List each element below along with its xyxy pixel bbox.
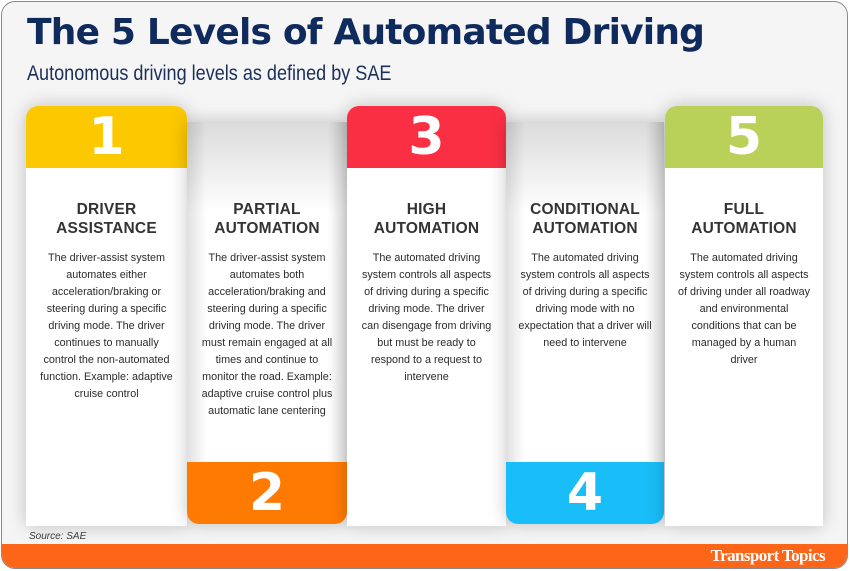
- level-number-band: 3: [347, 106, 506, 168]
- level-heading: DRIVER ASSISTANCE: [38, 200, 175, 238]
- level-heading: HIGH AUTOMATION: [359, 200, 494, 238]
- source-note: Source: SAE: [29, 531, 87, 542]
- level-heading-line: DRIVER: [76, 201, 137, 218]
- level-number-band: 2: [187, 462, 347, 524]
- level-description: The automated driving system controls al…: [518, 252, 652, 349]
- level-number: 2: [248, 463, 286, 523]
- level-number: 3: [408, 107, 445, 167]
- level-description: The driver-assist system automates both …: [201, 252, 333, 417]
- level-number-band: 5: [665, 106, 823, 168]
- level-card-5: 5 FULL AUTOMATION The automated driving …: [665, 106, 823, 526]
- level-heading-line: AUTOMATION: [532, 220, 638, 237]
- level-description: The automated driving system controls al…: [677, 252, 811, 366]
- level-heading-line: AUTOMATION: [214, 220, 320, 237]
- level-heading-line: AUTOMATION: [691, 220, 797, 237]
- level-heading-line: HIGH: [406, 201, 447, 218]
- level-card-4: CONDITIONAL AUTOMATION The automated dri…: [506, 122, 664, 524]
- card-shade: [506, 122, 664, 464]
- level-card-3: 3 HIGH AUTOMATION The automated driving …: [347, 106, 506, 526]
- card-shade: [187, 122, 347, 464]
- level-heading-line: AUTOMATION: [373, 220, 480, 237]
- level-number: 1: [88, 107, 125, 167]
- level-heading-line: ASSISTANCE: [56, 220, 157, 237]
- page-title: The 5 Levels of Automated Driving: [27, 12, 705, 53]
- footer-bar: [2, 544, 847, 568]
- level-number: 5: [725, 107, 763, 167]
- level-card-2: PARTIAL AUTOMATION The driver-assist sys…: [187, 122, 347, 524]
- level-description: The automated driving system controls al…: [361, 252, 492, 383]
- level-heading-line: FULL: [723, 201, 765, 218]
- brand-logo: Transport Topics: [710, 546, 826, 565]
- level-card-1: 1 DRIVER ASSISTANCE The driver-assist sy…: [26, 106, 187, 526]
- level-number: 4: [566, 463, 604, 523]
- level-number-band: 1: [26, 106, 187, 168]
- level-number-band: 4: [506, 462, 664, 524]
- level-heading: CONDITIONAL AUTOMATION: [518, 200, 652, 238]
- level-heading-line: CONDITIONAL: [530, 201, 640, 218]
- level-heading-line: PARTIAL: [233, 201, 301, 218]
- level-heading: PARTIAL AUTOMATION: [199, 200, 335, 238]
- level-description: The driver-assist system automates eithe…: [40, 252, 173, 400]
- level-heading: FULL AUTOMATION: [677, 200, 811, 238]
- page-subtitle: Autonomous driving levels as defined by …: [27, 62, 392, 85]
